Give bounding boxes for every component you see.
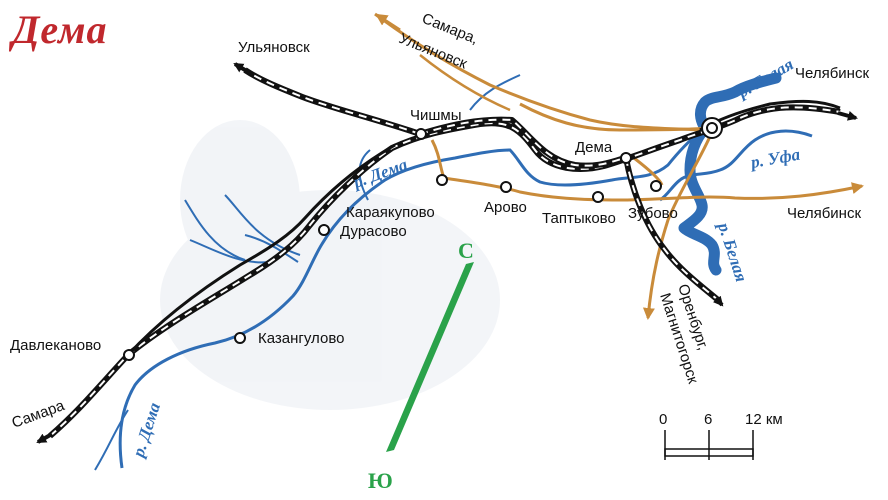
compass-needle bbox=[386, 262, 474, 452]
label-zubovo: Зубово bbox=[628, 205, 678, 222]
rail-arrow-chelyabinsk bbox=[837, 111, 858, 121]
scale-tick-6: 6 bbox=[704, 411, 712, 428]
station-ufa-inner bbox=[706, 122, 718, 134]
station-karayakupovo bbox=[436, 174, 448, 186]
label-river-belaya-1: р. Белая bbox=[733, 54, 797, 102]
compass: С Ю bbox=[368, 238, 474, 493]
label-river-dema-2: р. Дема bbox=[128, 400, 164, 461]
railways bbox=[48, 67, 841, 439]
station-dema bbox=[620, 152, 632, 164]
label-karayakupovo: Караякупово bbox=[346, 204, 435, 221]
label-dema: Дема bbox=[575, 139, 613, 156]
station-taptykovo bbox=[592, 191, 604, 203]
scale-bar: 0 6 12 км bbox=[659, 411, 783, 460]
label-davlekanovo: Давлеканово bbox=[10, 337, 101, 354]
station-chishmy bbox=[415, 128, 427, 140]
compass-south: Ю bbox=[368, 468, 393, 493]
label-taptykovo: Таптыково bbox=[542, 210, 616, 227]
road-arrow-samara-ulyanovsk bbox=[375, 13, 401, 32]
label-kazangulovo: Казангулово bbox=[258, 330, 344, 347]
label-river-ufa: р. Уфа bbox=[747, 145, 802, 173]
compass-north: С bbox=[458, 238, 474, 263]
label-dir-chelyabinsk-rail: Челябинск bbox=[795, 65, 869, 82]
station-kazangulovo bbox=[234, 332, 246, 344]
label-durasovo: Дурасово bbox=[340, 223, 407, 240]
scale-tick-0: 0 bbox=[659, 411, 667, 428]
station-davlekanovo bbox=[123, 349, 135, 361]
label-arovo: Арово bbox=[484, 199, 527, 216]
river-belaya bbox=[678, 72, 782, 276]
rail-arrow-orenburg bbox=[712, 295, 724, 307]
watermark bbox=[160, 120, 500, 410]
map-title: Дема bbox=[12, 7, 108, 52]
river-ufa bbox=[659, 129, 813, 202]
river-dema bbox=[118, 130, 701, 469]
label-dir-ulyanovsk: Ульяновск bbox=[238, 39, 310, 56]
rail-arrow-samara bbox=[36, 432, 53, 444]
stations bbox=[123, 117, 723, 361]
station-zubovo bbox=[650, 180, 662, 192]
station-arovo bbox=[500, 181, 512, 193]
rail-arrow-ulyanovsk bbox=[233, 62, 252, 75]
label-dir-chelyabinsk-road: Челябинск bbox=[787, 205, 861, 222]
station-durasovo bbox=[318, 224, 330, 236]
label-chishmy: Чишмы bbox=[410, 107, 462, 124]
scale-tick-12: 12 км bbox=[745, 411, 783, 428]
